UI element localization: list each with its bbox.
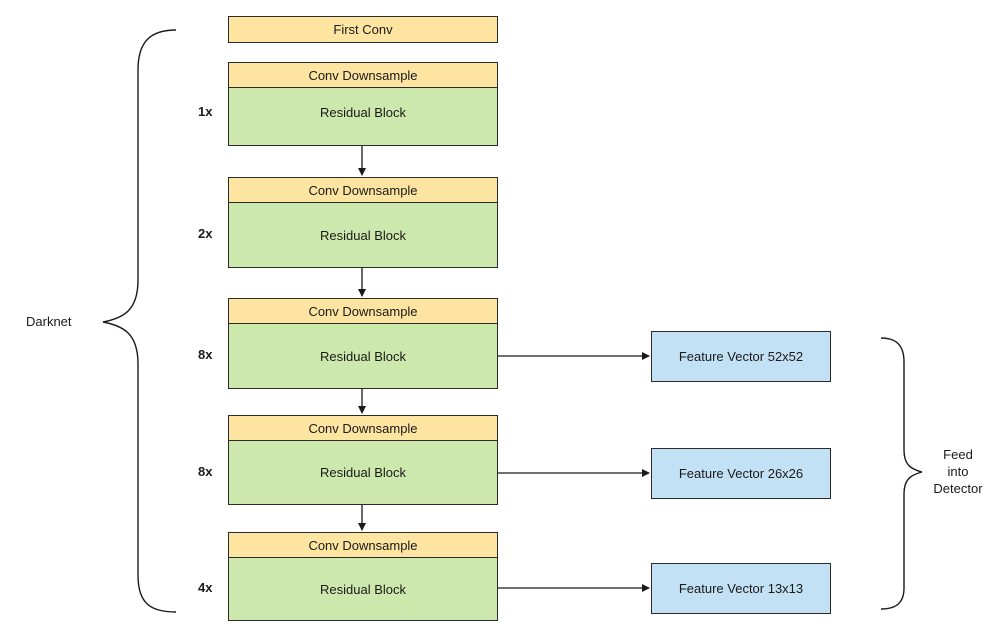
- feature-vector-26: Feature Vector 26x26: [651, 448, 831, 499]
- conv-downsample-block: Conv Downsample: [228, 532, 498, 559]
- stage-multiplier: 8x: [198, 464, 213, 479]
- feature-vector-13: Feature Vector 13x13: [651, 563, 831, 614]
- residual-block: Residual Block: [228, 202, 498, 268]
- stage-multiplier: 8x: [198, 347, 213, 362]
- residual-block: Residual Block: [228, 87, 498, 146]
- stage-multiplier: 1x: [198, 104, 213, 119]
- feature-vector-52: Feature Vector 52x52: [651, 331, 831, 382]
- left-curly-brace: [102, 29, 177, 613]
- feed-into-detector-line: Feed: [943, 447, 973, 462]
- first-conv-block: First Conv: [228, 16, 498, 43]
- conv-downsample-block: Conv Downsample: [228, 415, 498, 442]
- feed-into-detector-label: Feed into Detector: [928, 446, 988, 497]
- stage-multiplier: 2x: [198, 226, 213, 241]
- conv-downsample-block: Conv Downsample: [228, 62, 498, 89]
- residual-block: Residual Block: [228, 557, 498, 621]
- residual-block: Residual Block: [228, 323, 498, 389]
- feed-into-detector-line: into: [947, 464, 969, 479]
- darknet-label: Darknet: [26, 314, 72, 329]
- feed-into-detector-line: Detector: [933, 481, 983, 496]
- stage-multiplier: 4x: [198, 580, 213, 595]
- conv-downsample-block: Conv Downsample: [228, 177, 498, 204]
- right-curly-brace: [880, 337, 923, 610]
- conv-downsample-block: Conv Downsample: [228, 298, 498, 325]
- residual-block: Residual Block: [228, 440, 498, 505]
